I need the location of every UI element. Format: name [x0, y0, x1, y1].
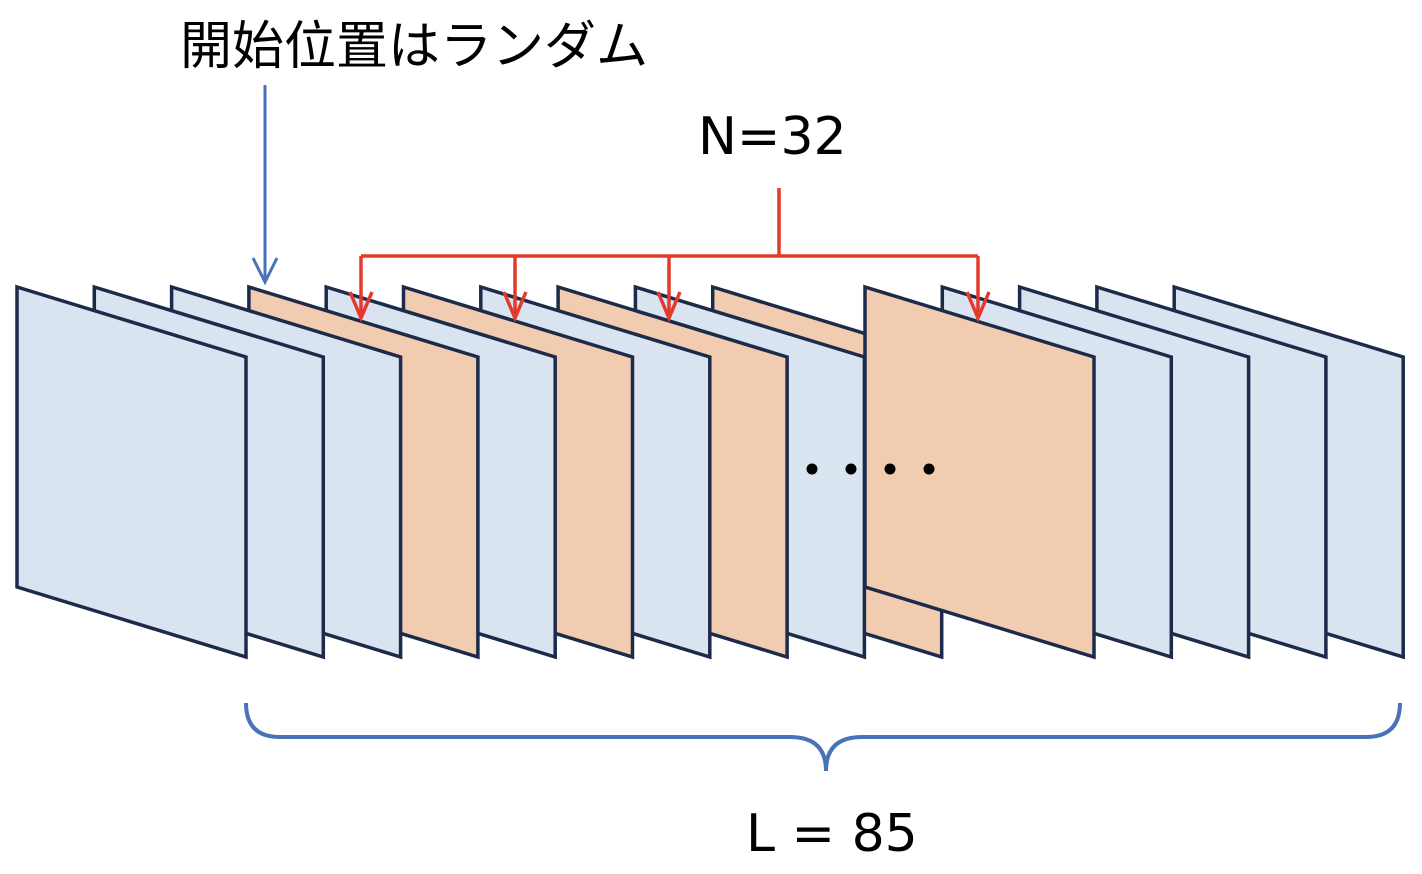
- sampling-arrows: [348, 188, 991, 323]
- right-frame-1-sampled: [863, 284, 1096, 660]
- start-position-arrow: [251, 85, 279, 286]
- ellipsis-dots: [806, 463, 935, 475]
- start-position-label: 開始位置はランダム: [180, 17, 648, 77]
- sample-count-label: N=32: [698, 107, 847, 167]
- length-brace: [244, 702, 1402, 772]
- left-frame-1: [15, 284, 248, 660]
- frame-stack-left: [15, 284, 944, 660]
- total-length-label: L = 85: [746, 804, 918, 864]
- frame-stack-right: [863, 284, 1405, 660]
